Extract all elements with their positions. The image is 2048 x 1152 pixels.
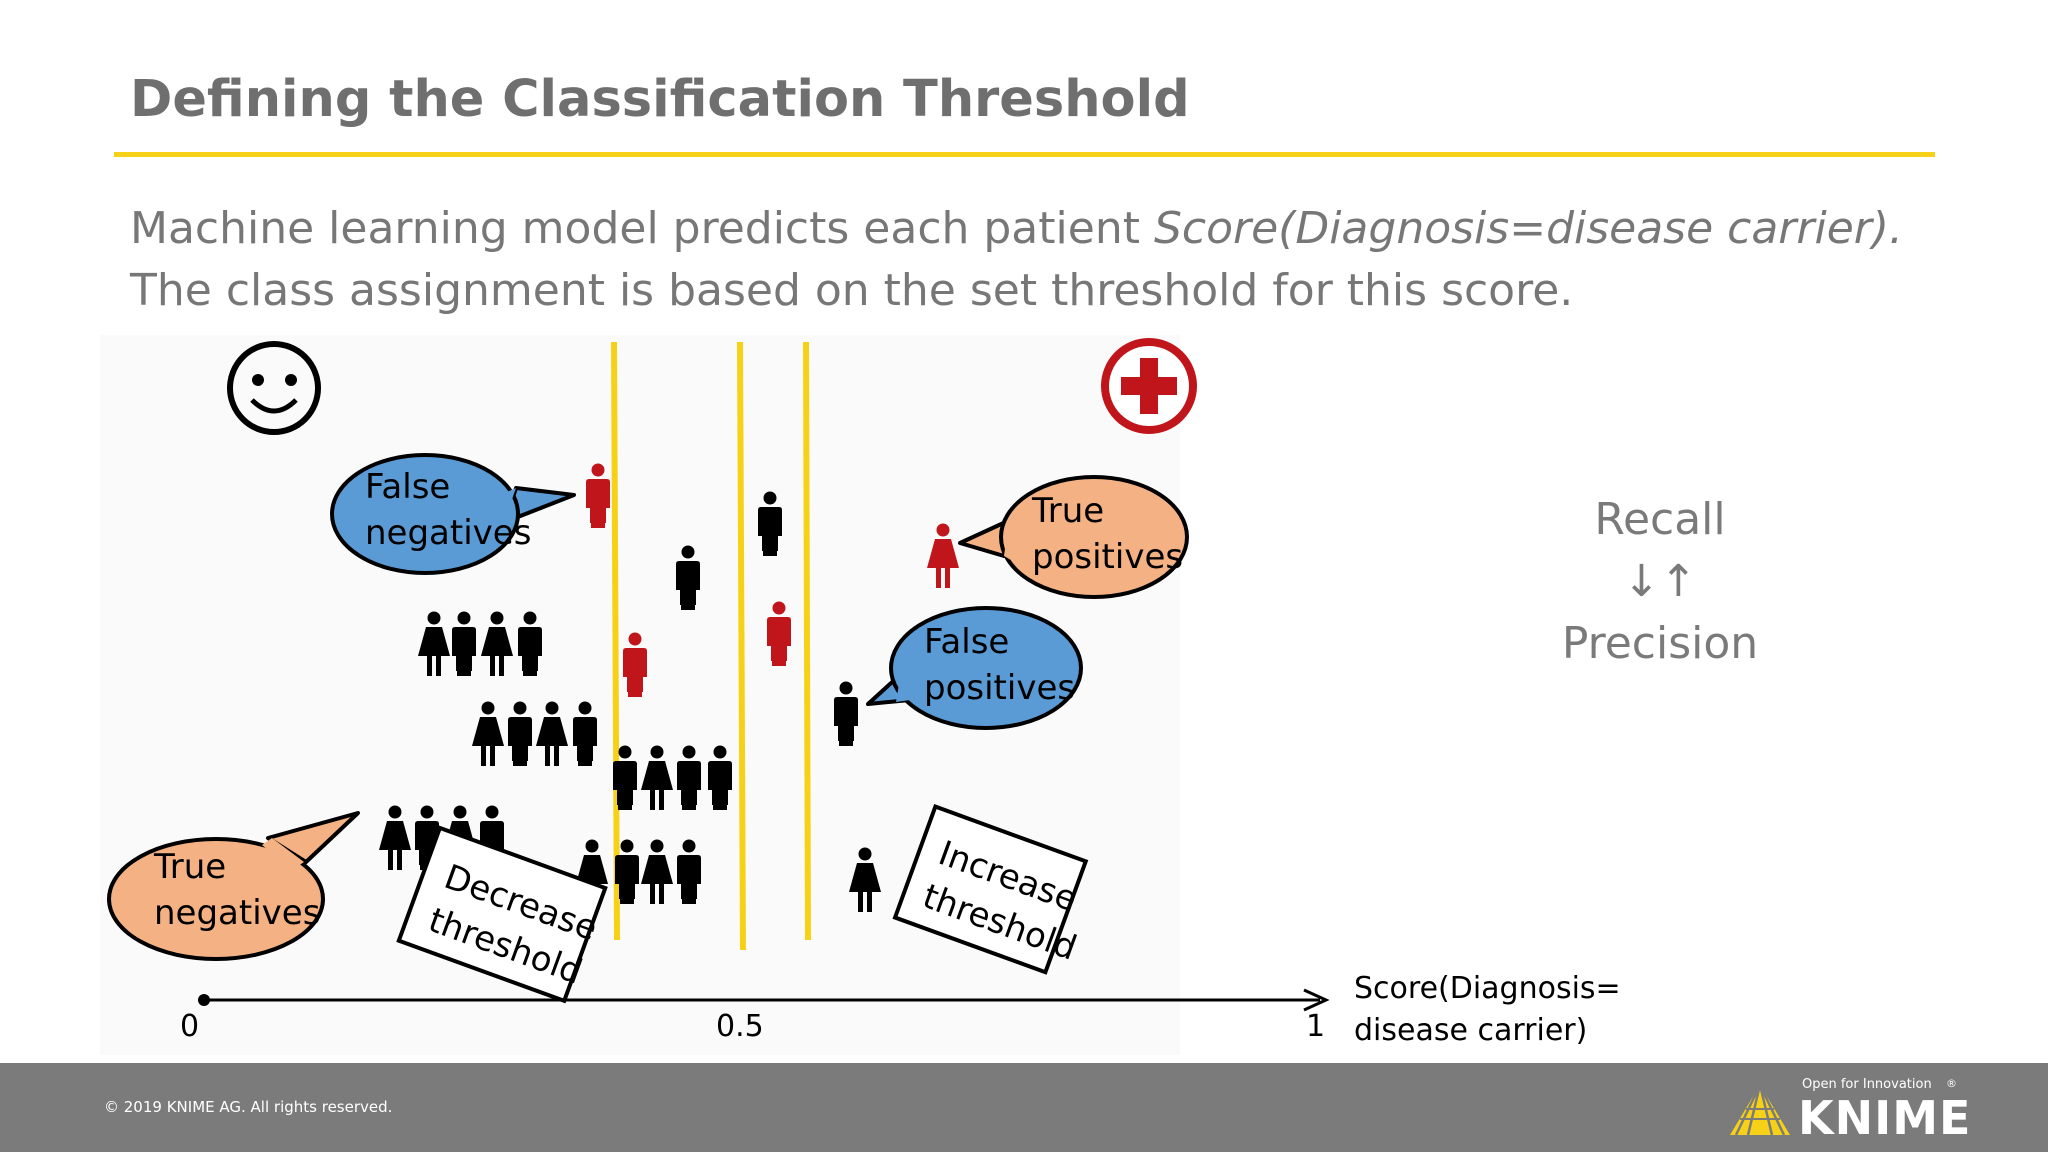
- subtitle-text-end: The class assignment is based on the set…: [130, 265, 1574, 316]
- subtitle-text-start: Machine learning model predicts each pat…: [130, 203, 1154, 254]
- threshold-diagram: False negatives True positives False pos…: [107, 338, 1621, 1048]
- footer-bar: © 2019 KNIME AG. All rights reserved. Op…: [0, 1063, 2048, 1152]
- true-negatives-line2: negatives: [154, 893, 320, 933]
- subtitle-score-formula: Score(Diagnosis=disease carrier).: [1153, 203, 1904, 254]
- true-positives-line1: True: [1031, 491, 1104, 531]
- knime-wordmark: KNIME: [1798, 1091, 1972, 1145]
- knime-tagline: Open for Innovation: [1802, 1077, 1932, 1092]
- axis-tick-0: 0: [180, 1009, 199, 1044]
- axis-label-line1: Score(Diagnosis=: [1354, 971, 1621, 1006]
- knime-triangle-icon: [1730, 1084, 1790, 1136]
- smiley-face-icon: [227, 341, 321, 435]
- false-negatives-line1: False: [365, 467, 450, 507]
- false-positives-line2: positives: [924, 668, 1075, 708]
- registered-mark: ®: [1946, 1077, 1957, 1090]
- slide-subtitle: Machine learning model predicts each pat…: [130, 198, 1920, 322]
- precision-label: Precision: [1561, 618, 1759, 669]
- recall-label: Recall: [1594, 494, 1726, 545]
- slide-title: Defining the Classification Threshold: [130, 70, 1190, 129]
- axis-tick-mid: 0.5: [716, 1009, 764, 1044]
- true-negatives-line1: True: [153, 847, 226, 887]
- title-underline: [114, 152, 1935, 157]
- score-axis: 0 0.5 1 Score(Diagnosis= disease carrier…: [180, 971, 1621, 1048]
- true-positives-bubble: True positives: [958, 475, 1189, 599]
- true-negatives-bubble: True negatives: [107, 811, 360, 961]
- threshold-line-low: [611, 341, 620, 941]
- medical-cross-icon: [1101, 338, 1197, 434]
- tradeoff-arrows: ↓↑: [1623, 556, 1697, 607]
- false-positives-bubble: False positives: [866, 606, 1083, 730]
- threshold-line-high: [803, 341, 811, 941]
- false-negatives-bubble: False negatives: [330, 453, 576, 575]
- false-negatives-line2: negatives: [365, 513, 531, 553]
- false-positives-line1: False: [924, 622, 1009, 662]
- copyright-text: © 2019 KNIME AG. All rights reserved.: [104, 1098, 393, 1116]
- knime-logo: Open for Innovation KNIME ®: [1720, 1073, 1970, 1145]
- threshold-line-mid: [737, 341, 746, 951]
- true-positives-line2: positives: [1032, 537, 1183, 577]
- axis-tick-1: 1: [1306, 1009, 1325, 1044]
- axis-label-line2: disease carrier): [1354, 1013, 1587, 1048]
- increase-threshold-box: Increase threshold: [892, 804, 1089, 975]
